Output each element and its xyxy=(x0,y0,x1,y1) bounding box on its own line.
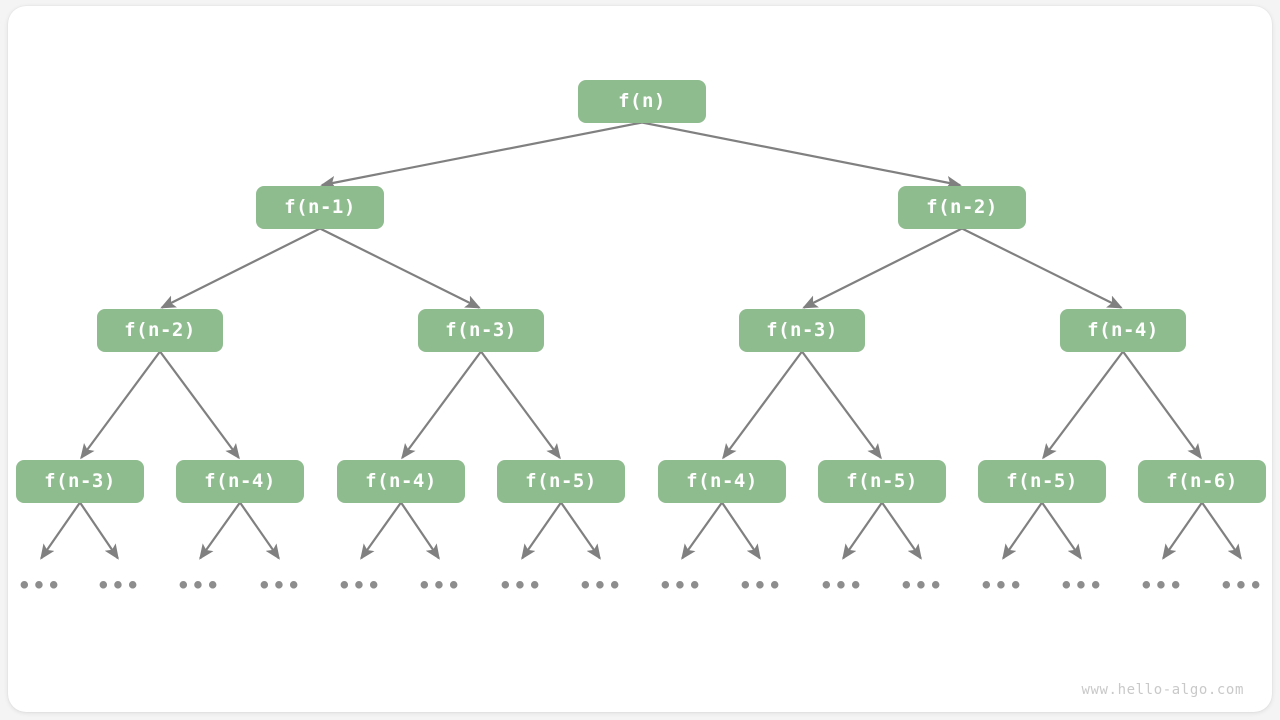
frontier-ellipsis: ••• xyxy=(739,573,783,598)
frontier-ellipsis: ••• xyxy=(659,573,703,598)
tree-node-n1[interactable]: f(n-1) xyxy=(256,185,384,229)
tree-node-n7[interactable]: f(n-3) xyxy=(16,459,144,503)
tree-node-n14[interactable]: f(n-6) xyxy=(1138,459,1266,503)
tree-node-n11[interactable]: f(n-4) xyxy=(658,459,786,503)
frontier-ellipsis: ••• xyxy=(1140,573,1184,598)
frontier-ellipsis: ••• xyxy=(258,573,302,598)
frontier-ellipsis: ••• xyxy=(820,573,864,598)
tree-node-n0[interactable]: f(n) xyxy=(578,79,706,123)
frontier-ellipsis: ••• xyxy=(18,573,62,598)
tree-node-n4[interactable]: f(n-3) xyxy=(418,308,544,352)
tree-node-n8[interactable]: f(n-4) xyxy=(176,459,304,503)
tree-node-n12[interactable]: f(n-5) xyxy=(818,459,946,503)
tree-node-n2[interactable]: f(n-2) xyxy=(898,185,1026,229)
frontier-ellipsis: ••• xyxy=(177,573,221,598)
frontier-ellipsis: ••• xyxy=(499,573,543,598)
watermark: www.hello-algo.com xyxy=(1081,682,1244,698)
frontier-ellipsis: ••• xyxy=(1060,573,1104,598)
tree-node-n6[interactable]: f(n-4) xyxy=(1060,308,1186,352)
frontier-ellipsis: ••• xyxy=(900,573,944,598)
tree-node-n13[interactable]: f(n-5) xyxy=(978,459,1106,503)
frontier-ellipsis: ••• xyxy=(418,573,462,598)
tree-node-n10[interactable]: f(n-5) xyxy=(497,459,625,503)
tree-node-n9[interactable]: f(n-4) xyxy=(337,459,465,503)
frontier-ellipsis: ••• xyxy=(338,573,382,598)
frontier-ellipsis: ••• xyxy=(579,573,623,598)
frontier-ellipsis: ••• xyxy=(97,573,141,598)
tree-node-n5[interactable]: f(n-3) xyxy=(739,308,865,352)
tree-node-n3[interactable]: f(n-2) xyxy=(97,308,223,352)
frontier-ellipsis: ••• xyxy=(1220,573,1264,598)
frontier-ellipsis: ••• xyxy=(980,573,1024,598)
